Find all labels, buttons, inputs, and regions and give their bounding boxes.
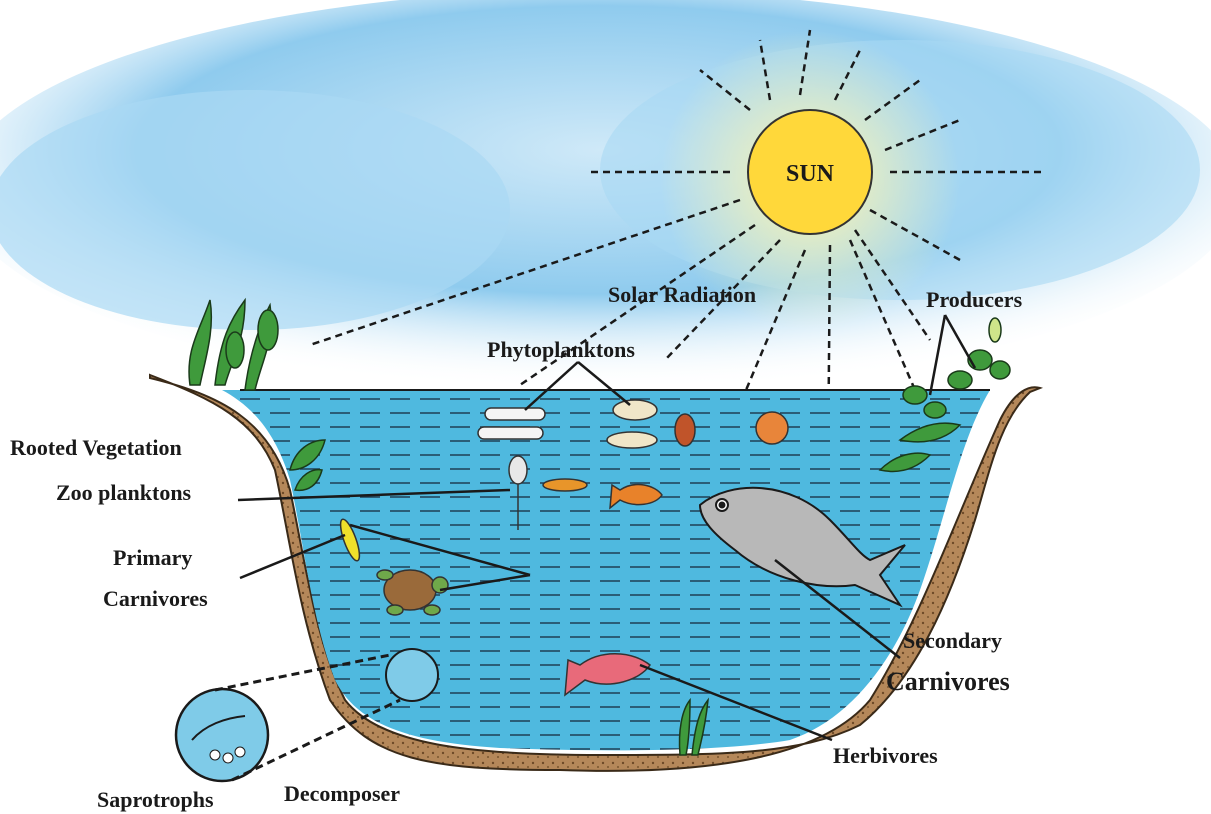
sky-background <box>0 0 1211 390</box>
decomposer-circle <box>386 649 438 701</box>
saprotrophs-magnified <box>176 689 268 781</box>
secondary-carnivores-label-line2: Carnivores <box>886 667 1010 696</box>
herbivores-label: Herbivores <box>833 743 938 768</box>
decomposer-label: Decomposer <box>284 781 400 806</box>
solar-radiation-label: Solar Radiation <box>608 282 756 307</box>
zoo-planktons-label: Zoo planktons <box>56 480 192 505</box>
phytoplanktons-label: Phytoplanktons <box>487 337 635 362</box>
shell-organism <box>756 412 788 444</box>
primary-carnivores-label-line1: Primary <box>113 545 192 570</box>
primary-carnivores-label-line2: Carnivores <box>103 586 208 611</box>
secondary-carnivores-label-line1: Secondary <box>903 628 1002 653</box>
rooted-vegetation-label: Rooted Vegetation <box>10 435 182 460</box>
saprotrophs-label: Saprotrophs <box>97 787 214 812</box>
sun-label: SUN <box>786 161 835 187</box>
producers-label: Producers <box>926 287 1023 312</box>
